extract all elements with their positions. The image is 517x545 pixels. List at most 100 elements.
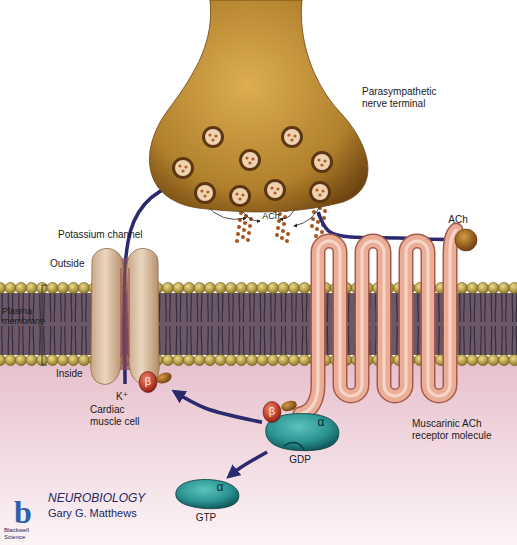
channel-pore bbox=[119, 258, 131, 370]
lipid-tail bbox=[292, 292, 297, 356]
ach-molecule-dot bbox=[247, 231, 251, 235]
synaptic-vesicle bbox=[172, 157, 194, 179]
ach-molecule-dot bbox=[178, 164, 181, 167]
beta-subunit bbox=[139, 372, 157, 393]
gdp-pocket bbox=[284, 443, 304, 450]
alpha-subunit-shape bbox=[266, 414, 339, 451]
lipid-head bbox=[267, 282, 278, 293]
pore-lining bbox=[121, 268, 129, 358]
lipid-head bbox=[47, 354, 58, 365]
lipid-head bbox=[257, 282, 268, 293]
nerve-terminal: Parasympathetic nerve terminal bbox=[138, 0, 374, 212]
ach-molecule-dot bbox=[236, 232, 240, 236]
lipid-head bbox=[246, 282, 257, 293]
synaptic-vesicle bbox=[309, 181, 331, 203]
ach-molecule-dot bbox=[286, 232, 290, 236]
synaptic-vesicle bbox=[239, 149, 261, 171]
author-name: Gary G. Matthews bbox=[48, 507, 178, 520]
lipid-head bbox=[5, 354, 16, 365]
publisher-name: Blackwell Science bbox=[4, 527, 42, 541]
lipid-tail bbox=[166, 292, 171, 356]
muscarinic-receptor: Muscarinic ACh receptor molecule bbox=[295, 222, 470, 418]
lipid-tail bbox=[512, 292, 517, 356]
book-title: NEUROBIOLOGY bbox=[48, 492, 178, 506]
node-label: α bbox=[211, 481, 229, 495]
lipid-head bbox=[267, 354, 278, 365]
lipid-head bbox=[225, 282, 236, 293]
publisher-logo: b bbox=[14, 494, 44, 531]
lipid-head bbox=[204, 354, 215, 365]
lipid-head bbox=[498, 282, 509, 293]
lipid-tail bbox=[260, 292, 265, 356]
lipid-head bbox=[225, 354, 236, 365]
lipid-head bbox=[26, 354, 37, 365]
lipid-head bbox=[278, 282, 289, 293]
ach-molecule-dot bbox=[245, 156, 248, 159]
vesicle-lumen bbox=[314, 154, 330, 170]
ach-molecule-dot bbox=[318, 193, 321, 196]
node-outline bbox=[295, 222, 470, 418]
gamma-subunit bbox=[155, 371, 173, 386]
ach-molecule-dot bbox=[293, 134, 296, 137]
node-label: GDP bbox=[278, 454, 322, 466]
ach-molecule-dot bbox=[184, 165, 187, 168]
lipid-tail bbox=[239, 292, 244, 356]
ach-molecule-dot bbox=[246, 238, 250, 242]
ach-molecule-dot bbox=[315, 188, 318, 191]
lipid-tail bbox=[302, 292, 307, 356]
node-outline bbox=[262, 400, 302, 422]
lipid-tail bbox=[208, 292, 213, 356]
lipid-bilayer bbox=[0, 282, 517, 365]
ach-molecule-dot bbox=[181, 169, 184, 172]
ach-molecule-dot bbox=[281, 229, 285, 233]
vesicle-lumen bbox=[232, 188, 248, 204]
lipid-tail bbox=[250, 292, 255, 356]
ach-molecule-dot bbox=[315, 227, 319, 231]
lipid-head bbox=[26, 282, 37, 293]
lipid-tail bbox=[71, 292, 76, 356]
signal-arrow bbox=[175, 392, 262, 422]
lipid-head bbox=[78, 282, 89, 293]
lipid-head bbox=[467, 282, 478, 293]
ach-molecule-dot bbox=[280, 236, 284, 240]
lipid-head bbox=[477, 354, 488, 365]
vesicle-lumen bbox=[267, 182, 283, 198]
lipid-tail bbox=[61, 292, 66, 356]
ach-molecule-dot bbox=[237, 225, 241, 229]
vesicle-lumen bbox=[197, 185, 213, 201]
node-outline bbox=[137, 370, 175, 394]
ach-molecule-dot bbox=[203, 194, 206, 197]
lipid-tail bbox=[502, 292, 507, 356]
vesicle-lumen bbox=[175, 160, 191, 176]
potassium-channel: Potassium channel bbox=[88, 246, 162, 386]
node-outline bbox=[88, 246, 162, 386]
ach-molecule-dot bbox=[316, 220, 320, 224]
lipid-head bbox=[15, 354, 26, 365]
lipid-tail bbox=[229, 292, 234, 356]
lipid-head bbox=[194, 354, 205, 365]
lipid-head bbox=[173, 282, 184, 293]
ach-molecule-dot bbox=[320, 230, 324, 234]
cytoplasm bbox=[0, 360, 517, 545]
ach-molecule-dot bbox=[310, 224, 314, 228]
lipid-tail bbox=[187, 292, 192, 356]
lipid-head bbox=[57, 354, 68, 365]
lipid-head bbox=[204, 282, 215, 293]
receptor-highlight bbox=[300, 230, 456, 414]
lipid-head bbox=[162, 354, 173, 365]
ach-molecule-dot bbox=[200, 189, 203, 192]
ach-molecule-dot bbox=[238, 197, 241, 200]
lipid-head bbox=[78, 354, 89, 365]
vesicle-lumen bbox=[312, 184, 328, 200]
lipid-tail bbox=[82, 292, 87, 356]
lipid-head bbox=[488, 282, 499, 293]
ach-molecule-dot bbox=[276, 187, 279, 190]
beta-gamma-subunit: β bbox=[137, 370, 175, 394]
node-label: Potassium channel bbox=[58, 229, 178, 241]
ach-molecule-dot bbox=[248, 161, 251, 164]
lipid-tail bbox=[281, 292, 286, 356]
ion-label: K⁺ bbox=[116, 391, 136, 403]
lipid-head bbox=[183, 354, 194, 365]
lipid-tail bbox=[0, 292, 2, 356]
